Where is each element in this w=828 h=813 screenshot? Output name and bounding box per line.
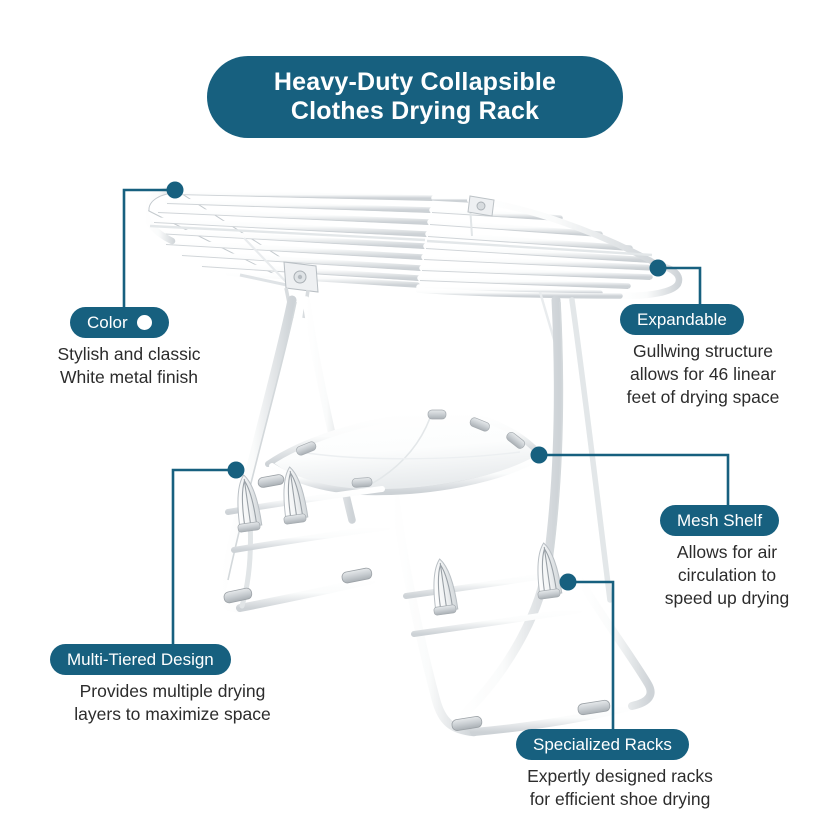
title-line-1: Heavy-Duty Collapsible — [273, 68, 557, 96]
color-swatch-icon — [136, 315, 152, 330]
callout-description-expandable: Gullwing structure allows for 46 linear … — [626, 341, 780, 407]
callout-badge-mesh-shelf[interactable]: Mesh Shelf — [660, 505, 780, 536]
callout-label-color: Color — [87, 313, 128, 332]
mesh-shelf — [265, 409, 543, 496]
callout-label-mesh-shelf: Mesh Shelf — [677, 511, 763, 530]
callout-badge-color[interactable]: Color — [70, 307, 169, 338]
callout-label-multi-tiered-design: Multi-Tiered Design — [67, 650, 214, 669]
callout-badge-expandable[interactable]: Expandable — [620, 304, 744, 335]
callout-badge-specialized-racks[interactable]: Specialized Racks — [516, 729, 689, 760]
callout-description-mesh-shelf: Allows for air circulation to speed up d… — [664, 542, 790, 608]
callout-description-color: Stylish and classic White metal finish — [57, 344, 201, 387]
shoe-rack-lower — [403, 540, 583, 637]
right-hinge — [467, 195, 495, 217]
callout-badge-multi-tiered-design[interactable]: Multi-Tiered Design — [50, 644, 231, 675]
title-banner: Heavy-Duty Collapsible Clothes Drying Ra… — [207, 56, 623, 138]
callout-description-multi-tiered-design: Provides multiple drying layers to maxim… — [74, 681, 271, 724]
callout-label-specialized-racks: Specialized Racks — [533, 735, 672, 754]
shoe-rack-upper — [225, 464, 391, 553]
callout-description-specialized-racks: Expertly designed racks for efficient sh… — [527, 766, 713, 809]
callout-label-expandable: Expandable — [637, 310, 727, 329]
title-line-2: Clothes Drying Rack — [290, 97, 540, 125]
right-wing-bars — [415, 195, 683, 361]
